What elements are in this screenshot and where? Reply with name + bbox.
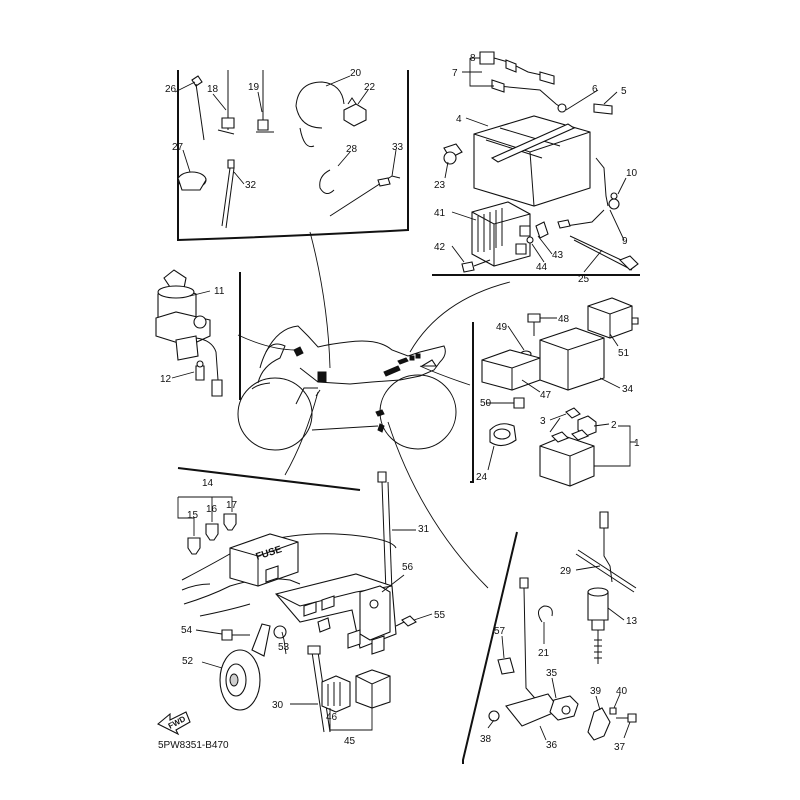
callout-8: 8 <box>470 53 476 64</box>
fwd-arrow <box>157 711 191 736</box>
callout-39: 39 <box>590 686 602 697</box>
callout-34: 34 <box>622 384 634 395</box>
callout-26: 26 <box>165 84 177 95</box>
callout-35: 35 <box>546 668 558 679</box>
callout-4: 4 <box>456 114 462 125</box>
leader-lines <box>171 57 636 741</box>
callout-29: 29 <box>560 566 572 577</box>
callout-18: 18 <box>207 84 219 95</box>
callout-50: 50 <box>480 398 492 409</box>
callout-54: 54 <box>181 625 193 636</box>
callout-12: 12 <box>160 374 172 385</box>
callout-11: 11 <box>214 286 225 297</box>
callout-44: 44 <box>536 262 548 273</box>
pointer-top-left <box>309 231 331 369</box>
callout-43: 43 <box>552 250 564 261</box>
callout-28: 28 <box>346 144 358 155</box>
callout-1: 1 <box>634 438 640 449</box>
callout-2: 2 <box>611 420 617 431</box>
callout-49: 49 <box>496 322 508 333</box>
callout-20: 20 <box>350 68 362 79</box>
pointer-lines <box>237 231 511 589</box>
callout-5: 5 <box>621 86 627 97</box>
bottom-left-parts <box>157 471 417 736</box>
motorcycle-outline <box>237 325 457 451</box>
frame-bottom-left <box>177 467 361 491</box>
callout-30: 30 <box>272 700 284 711</box>
pointer-right <box>419 365 471 386</box>
frame-top-left <box>177 70 409 242</box>
callout-24: 24 <box>476 472 488 483</box>
callout-55: 55 <box>434 610 446 621</box>
pointer-bottom-right <box>387 421 489 589</box>
callout-53: 53 <box>278 642 290 653</box>
frame-right <box>470 322 474 483</box>
section-frames <box>177 70 640 764</box>
callout-33: 33 <box>392 142 404 153</box>
callout-3: 3 <box>540 416 546 427</box>
callout-17: 17 <box>226 500 238 511</box>
top-right-parts <box>443 51 639 273</box>
callout-10: 10 <box>626 168 638 179</box>
battery <box>473 115 591 207</box>
callout-51: 51 <box>618 348 630 359</box>
frame-bottom-right <box>462 531 518 764</box>
callout-15: 15 <box>187 510 199 521</box>
callout-25: 25 <box>578 274 590 285</box>
callout-6: 6 <box>592 84 598 95</box>
callout-21: 21 <box>538 648 550 659</box>
callout-27: 27 <box>172 142 184 153</box>
fuse-box <box>229 533 299 587</box>
callout-56: 56 <box>402 562 414 573</box>
callout-46: 46 <box>326 712 338 723</box>
callout-47: 47 <box>540 390 552 401</box>
callout-52: 52 <box>182 656 194 667</box>
callout-45: 45 <box>344 736 356 747</box>
pointer-bottom-left <box>284 391 319 476</box>
callout-13: 13 <box>626 616 638 627</box>
callout-38: 38 <box>480 734 492 745</box>
right-parts <box>481 297 639 487</box>
callout-14: 14 <box>202 478 214 489</box>
callout-19: 19 <box>248 82 260 93</box>
callout-41: 41 <box>434 208 446 219</box>
callout-40: 40 <box>616 686 628 697</box>
top-left-parts <box>177 70 401 229</box>
ignition-switch <box>155 269 223 397</box>
callout-7: 7 <box>452 68 458 79</box>
callout-9: 9 <box>622 236 628 247</box>
callout-22: 22 <box>364 82 376 93</box>
callout-31: 31 <box>418 524 430 535</box>
callout-48: 48 <box>558 314 570 325</box>
callout-32: 32 <box>245 180 257 191</box>
callout-23: 23 <box>434 180 446 191</box>
callout-37: 37 <box>614 742 626 753</box>
callout-57: 57 <box>494 626 506 637</box>
callout-numbers: 1 2 3 4 5 6 7 8 9 10 11 12 13 14 15 16 1… <box>160 53 640 753</box>
callout-36: 36 <box>546 740 558 751</box>
pointer-top-right <box>409 281 511 353</box>
callout-42: 42 <box>434 242 446 253</box>
bottom-right-parts <box>488 511 637 741</box>
diagram-code: 5PW8351-B470 <box>158 740 229 751</box>
callout-16: 16 <box>206 504 218 515</box>
pointer-left <box>237 334 297 351</box>
